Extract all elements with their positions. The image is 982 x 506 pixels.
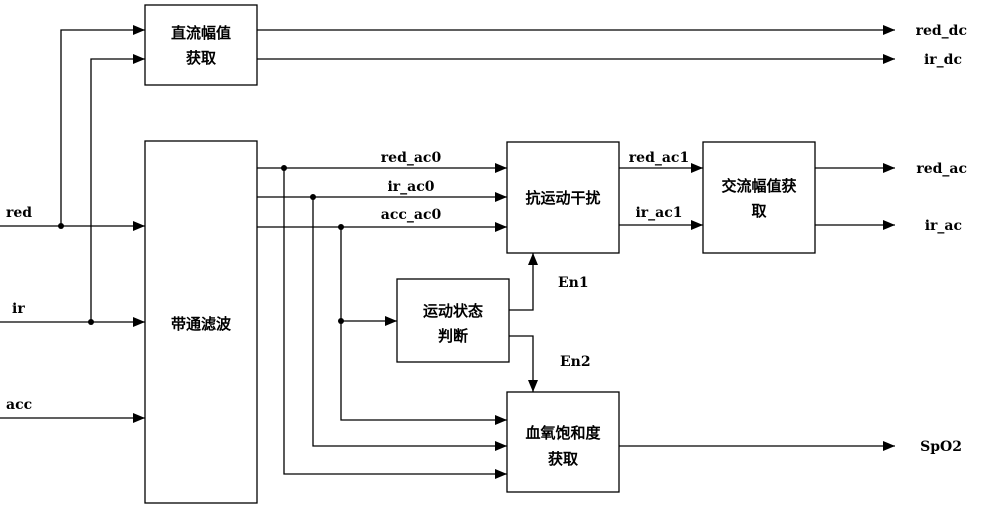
acc-ac0-junction-dot <box>338 224 344 230</box>
ir-ac-output-label: ir_ac <box>925 218 962 234</box>
spo2-block: 血氧饱和度 获取 <box>506 391 620 493</box>
ir-ac0-to-spo2-wire <box>312 197 507 451</box>
ir-dc-output-label: ir_dc <box>924 52 962 68</box>
signal-labels: red ir acc red_ac0 ir_ac0 acc_ac0 red_ac… <box>6 23 967 455</box>
input-wires <box>0 25 145 423</box>
spo2-block-label-line2: 获取 <box>548 450 579 468</box>
ac1-wires <box>619 163 703 230</box>
red-to-dc-wire <box>60 25 145 226</box>
acc-input-label: acc <box>6 397 32 413</box>
ir-junction-dot <box>88 319 94 325</box>
dc-amplitude-label-line1: 直流幅值 <box>171 24 231 42</box>
en1-label: En1 <box>558 275 589 291</box>
anti-motion-label: 抗运动干扰 <box>525 189 600 207</box>
red-input-label: red <box>6 205 32 221</box>
dc-amplitude-label-line2: 获取 <box>186 49 217 67</box>
dc-amplitude-block: 直流幅值 获取 <box>144 4 258 86</box>
red-dc-output-label: red_dc <box>916 23 967 39</box>
motion-state-block: 运动状态 判断 <box>396 278 510 363</box>
acc-ac0-to-spo2-wire <box>340 227 507 425</box>
spo2-output-label: SpO2 <box>920 439 962 455</box>
en2-wire <box>509 335 538 392</box>
bandpass-output-wires <box>257 163 507 479</box>
ac-amplitude-label-line2: 取 <box>751 202 767 220</box>
red-ac0-label: red_ac0 <box>381 150 442 166</box>
ir-to-dc-wire <box>90 54 145 322</box>
spo2-block-label-line1: 血氧饱和度 <box>525 424 601 442</box>
ir-ac0-label: ir_ac0 <box>387 179 434 195</box>
motion-state-label-line2: 判断 <box>438 327 468 345</box>
en2-label: En2 <box>560 354 591 370</box>
red-ac-output-label: red_ac <box>916 161 967 177</box>
ac-output-wires <box>815 163 895 230</box>
red-ac1-label: red_ac1 <box>629 150 689 166</box>
red-ac0-junction-dot <box>281 165 287 171</box>
enable-wires <box>509 253 538 392</box>
anti-motion-block: 抗运动干扰 <box>506 141 620 254</box>
red-junction-dot <box>58 223 64 229</box>
dc-output-wires <box>257 25 895 64</box>
en1-wire <box>509 253 538 311</box>
acc-motion-junction-dot <box>338 318 344 324</box>
ac-amplitude-block: 交流幅值获 取 <box>702 141 816 254</box>
ir-input-label: ir <box>12 301 25 317</box>
ir-ac1-label: ir_ac1 <box>635 205 682 221</box>
ac-amplitude-label-line1: 交流幅值获 <box>721 177 796 195</box>
ir-ac0-junction-dot <box>310 194 316 200</box>
motion-state-label-line1: 运动状态 <box>423 302 483 320</box>
bandpass-filter-label: 带通滤波 <box>171 315 232 333</box>
bandpass-filter-block: 带通滤波 <box>144 140 258 504</box>
acc-ac0-label: acc_ac0 <box>381 207 442 223</box>
red-ac0-to-spo2-wire <box>283 168 507 479</box>
